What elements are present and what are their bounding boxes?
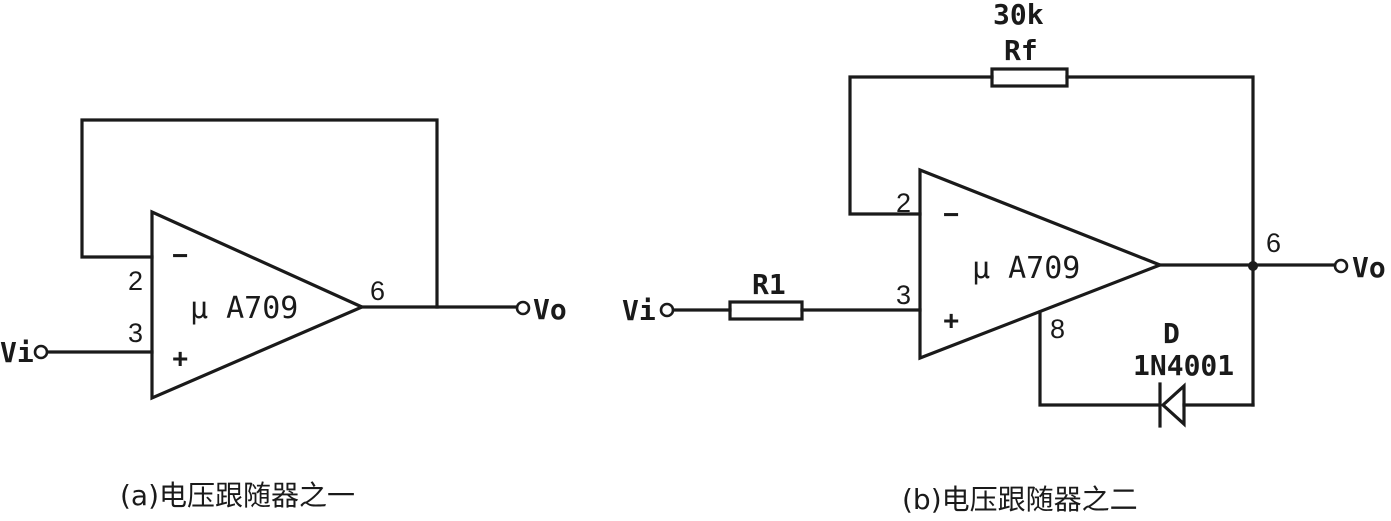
resistor-rf-value: 30k — [993, 0, 1044, 31]
pin-6-a: 6 — [370, 276, 385, 306]
output-label-b: Vo — [1352, 251, 1386, 284]
resistor-r1-label: R1 — [752, 268, 786, 301]
circuit-b: − + μ A709 2 3 6 8 Vi Vo R1 30k Rf D 1N4… — [622, 0, 1386, 516]
pin-3-b: 3 — [896, 280, 911, 310]
feedback-wire-b-left — [848, 75, 994, 216]
input-label-a: Vi — [0, 336, 34, 369]
diode-part-number: 1N4001 — [1133, 349, 1234, 382]
resistor-r1 — [728, 300, 804, 321]
resistor-rf — [990, 67, 1069, 88]
feedback-wire-a — [80, 118, 439, 309]
caption-a: (a)电压跟随器之一 — [120, 479, 355, 512]
diode-body — [1160, 382, 1186, 428]
pin-3-a: 3 — [128, 318, 143, 348]
circuit-a: − + μ A709 2 3 6 Vi Vo (a)电压跟随器之一 — [0, 118, 567, 512]
pin8-wire — [1038, 310, 1162, 407]
resistor-rf-label: Rf — [1004, 34, 1038, 67]
output-junction-b — [1248, 261, 1258, 271]
feedback-wire-b-right — [1065, 75, 1255, 407]
opamp-a-triangle — [150, 209, 366, 401]
input-label-b: Vi — [622, 294, 656, 327]
opamp-b-minus: − — [943, 199, 959, 230]
pin-8-b: 8 — [1050, 314, 1065, 344]
diode-label: D — [1163, 317, 1180, 350]
output-terminal-b — [1333, 258, 1349, 274]
pin-2-a: 2 — [128, 266, 143, 296]
opamp-a-minus: − — [172, 240, 188, 271]
opamp-b-plus: + — [943, 305, 959, 336]
output-terminal-a — [515, 300, 531, 316]
input-terminal-a — [33, 344, 49, 360]
output-label-a: Vo — [533, 293, 567, 326]
opamp-a-label: μ A709 — [190, 291, 298, 326]
pin-6-b: 6 — [1266, 228, 1281, 258]
opamp-b-label: μ A709 — [972, 251, 1080, 286]
opamp-a-plus: + — [172, 343, 188, 374]
pin-2-b: 2 — [896, 188, 911, 218]
input-terminal-b — [659, 302, 675, 318]
caption-b: (b)电压跟随器之二 — [902, 483, 1138, 516]
